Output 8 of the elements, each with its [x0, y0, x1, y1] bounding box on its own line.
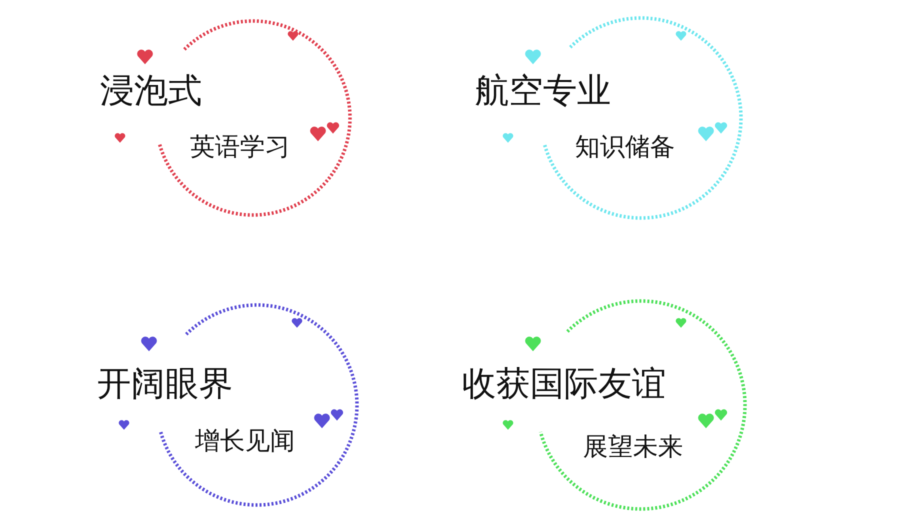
heading-text: 收获国际友谊	[462, 367, 666, 401]
subheading-text: 增长见闻	[195, 428, 295, 453]
subheading-text: 知识储备	[575, 134, 675, 159]
heading-text: 浸泡式	[100, 74, 202, 108]
heading-text: 航空专业	[475, 74, 611, 108]
subheading-text: 展望未来	[583, 434, 683, 459]
subheading-text: 英语学习	[190, 134, 290, 159]
heading-text: 开阔眼界	[97, 367, 233, 401]
